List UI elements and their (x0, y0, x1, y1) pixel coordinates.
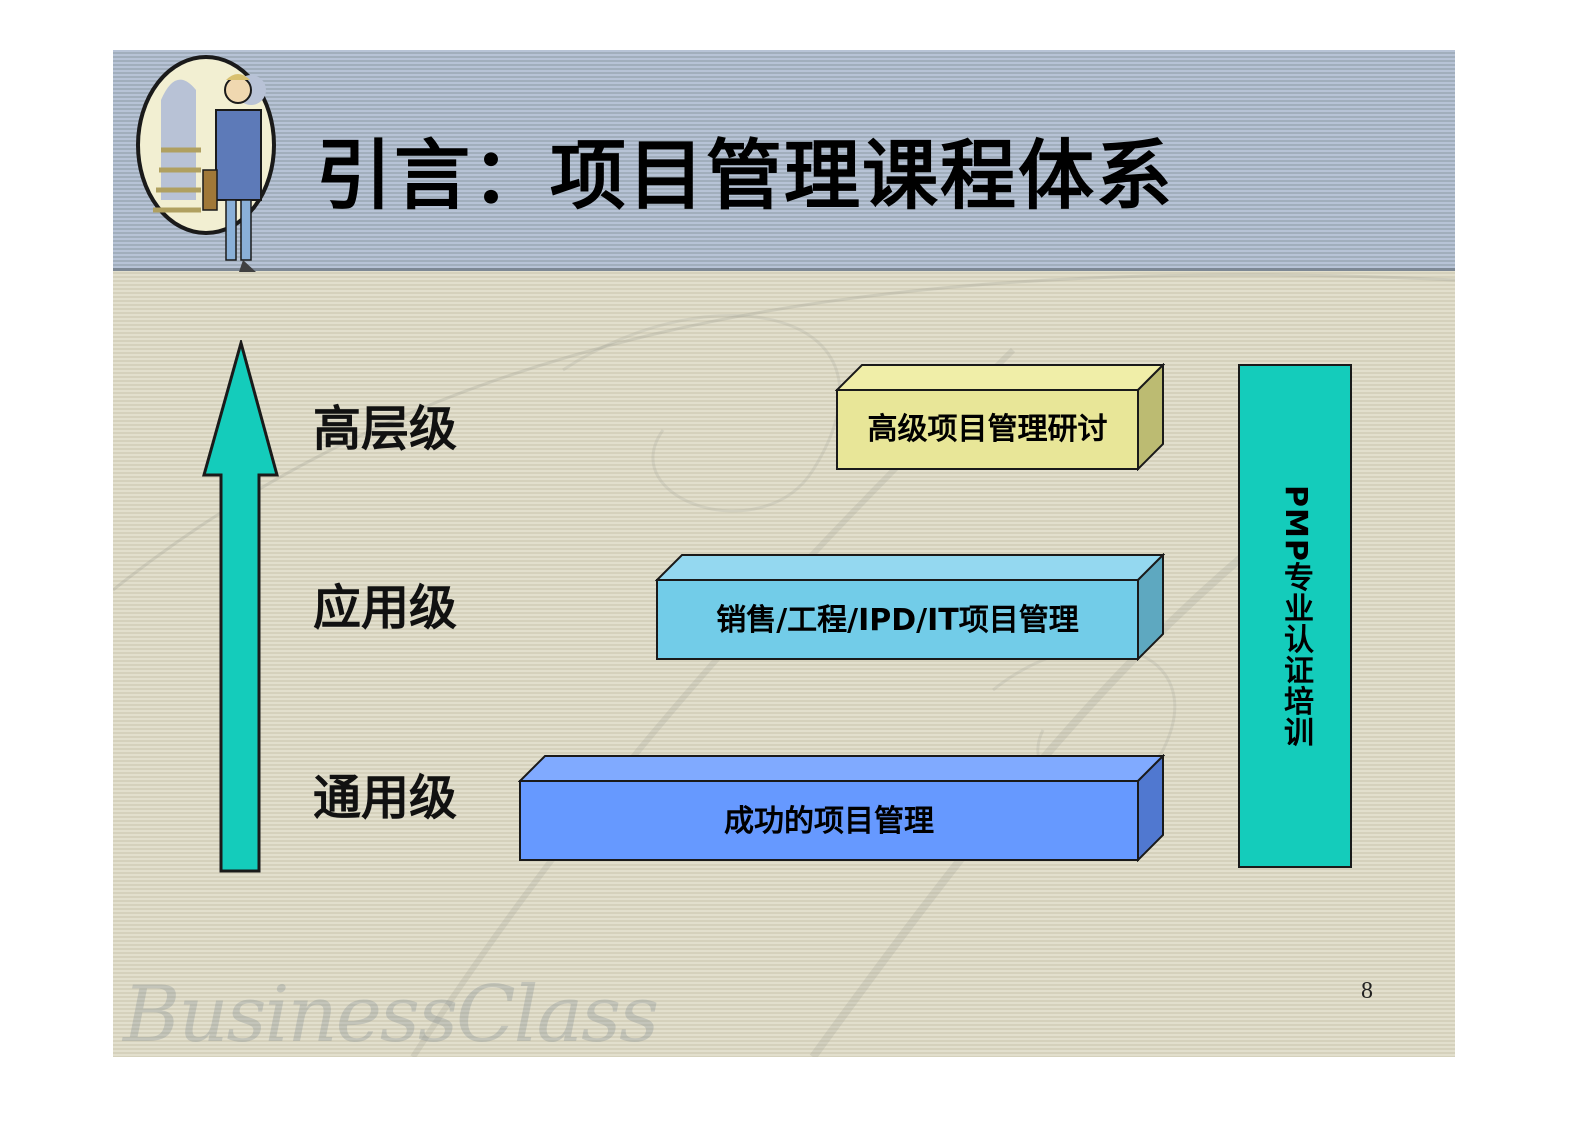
title-banner: 引言：项目管理课程体系 (113, 50, 1455, 272)
course-label-applied-pm: 销售/工程/IPD/IT项目管理 (716, 603, 1079, 638)
page-number: 8 (1361, 978, 1373, 1004)
businessman-on-stairs-illustration (136, 55, 276, 272)
business-class-watermark: BusinessClass (123, 970, 659, 1057)
course-block-successful-pm: 成功的项目管理 (518, 754, 1165, 862)
course-block-advanced-seminar: 高级项目管理研讨 (835, 363, 1165, 471)
pmp-certification-block: PMP专业认证培训 (1238, 364, 1352, 868)
level-label-general: 通用级 (313, 770, 458, 826)
pmp-certification-label: PMP专业认证培训 (1278, 484, 1313, 748)
level-label-application: 应用级 (313, 580, 458, 636)
course-block-applied-pm: 销售/工程/IPD/IT项目管理 (655, 553, 1165, 661)
slide: 引言：项目管理课程体系 高层级 应用级 通用级 高级项目管理研讨 销售/工程/I… (113, 50, 1455, 1057)
slide-title: 引言：项目管理课程体系 (316, 131, 1174, 220)
level-label-senior: 高层级 (313, 401, 458, 457)
course-label-successful-pm: 成功的项目管理 (724, 804, 934, 839)
course-label-advanced-seminar: 高级项目管理研讨 (867, 412, 1108, 447)
up-arrow-icon (202, 340, 279, 873)
